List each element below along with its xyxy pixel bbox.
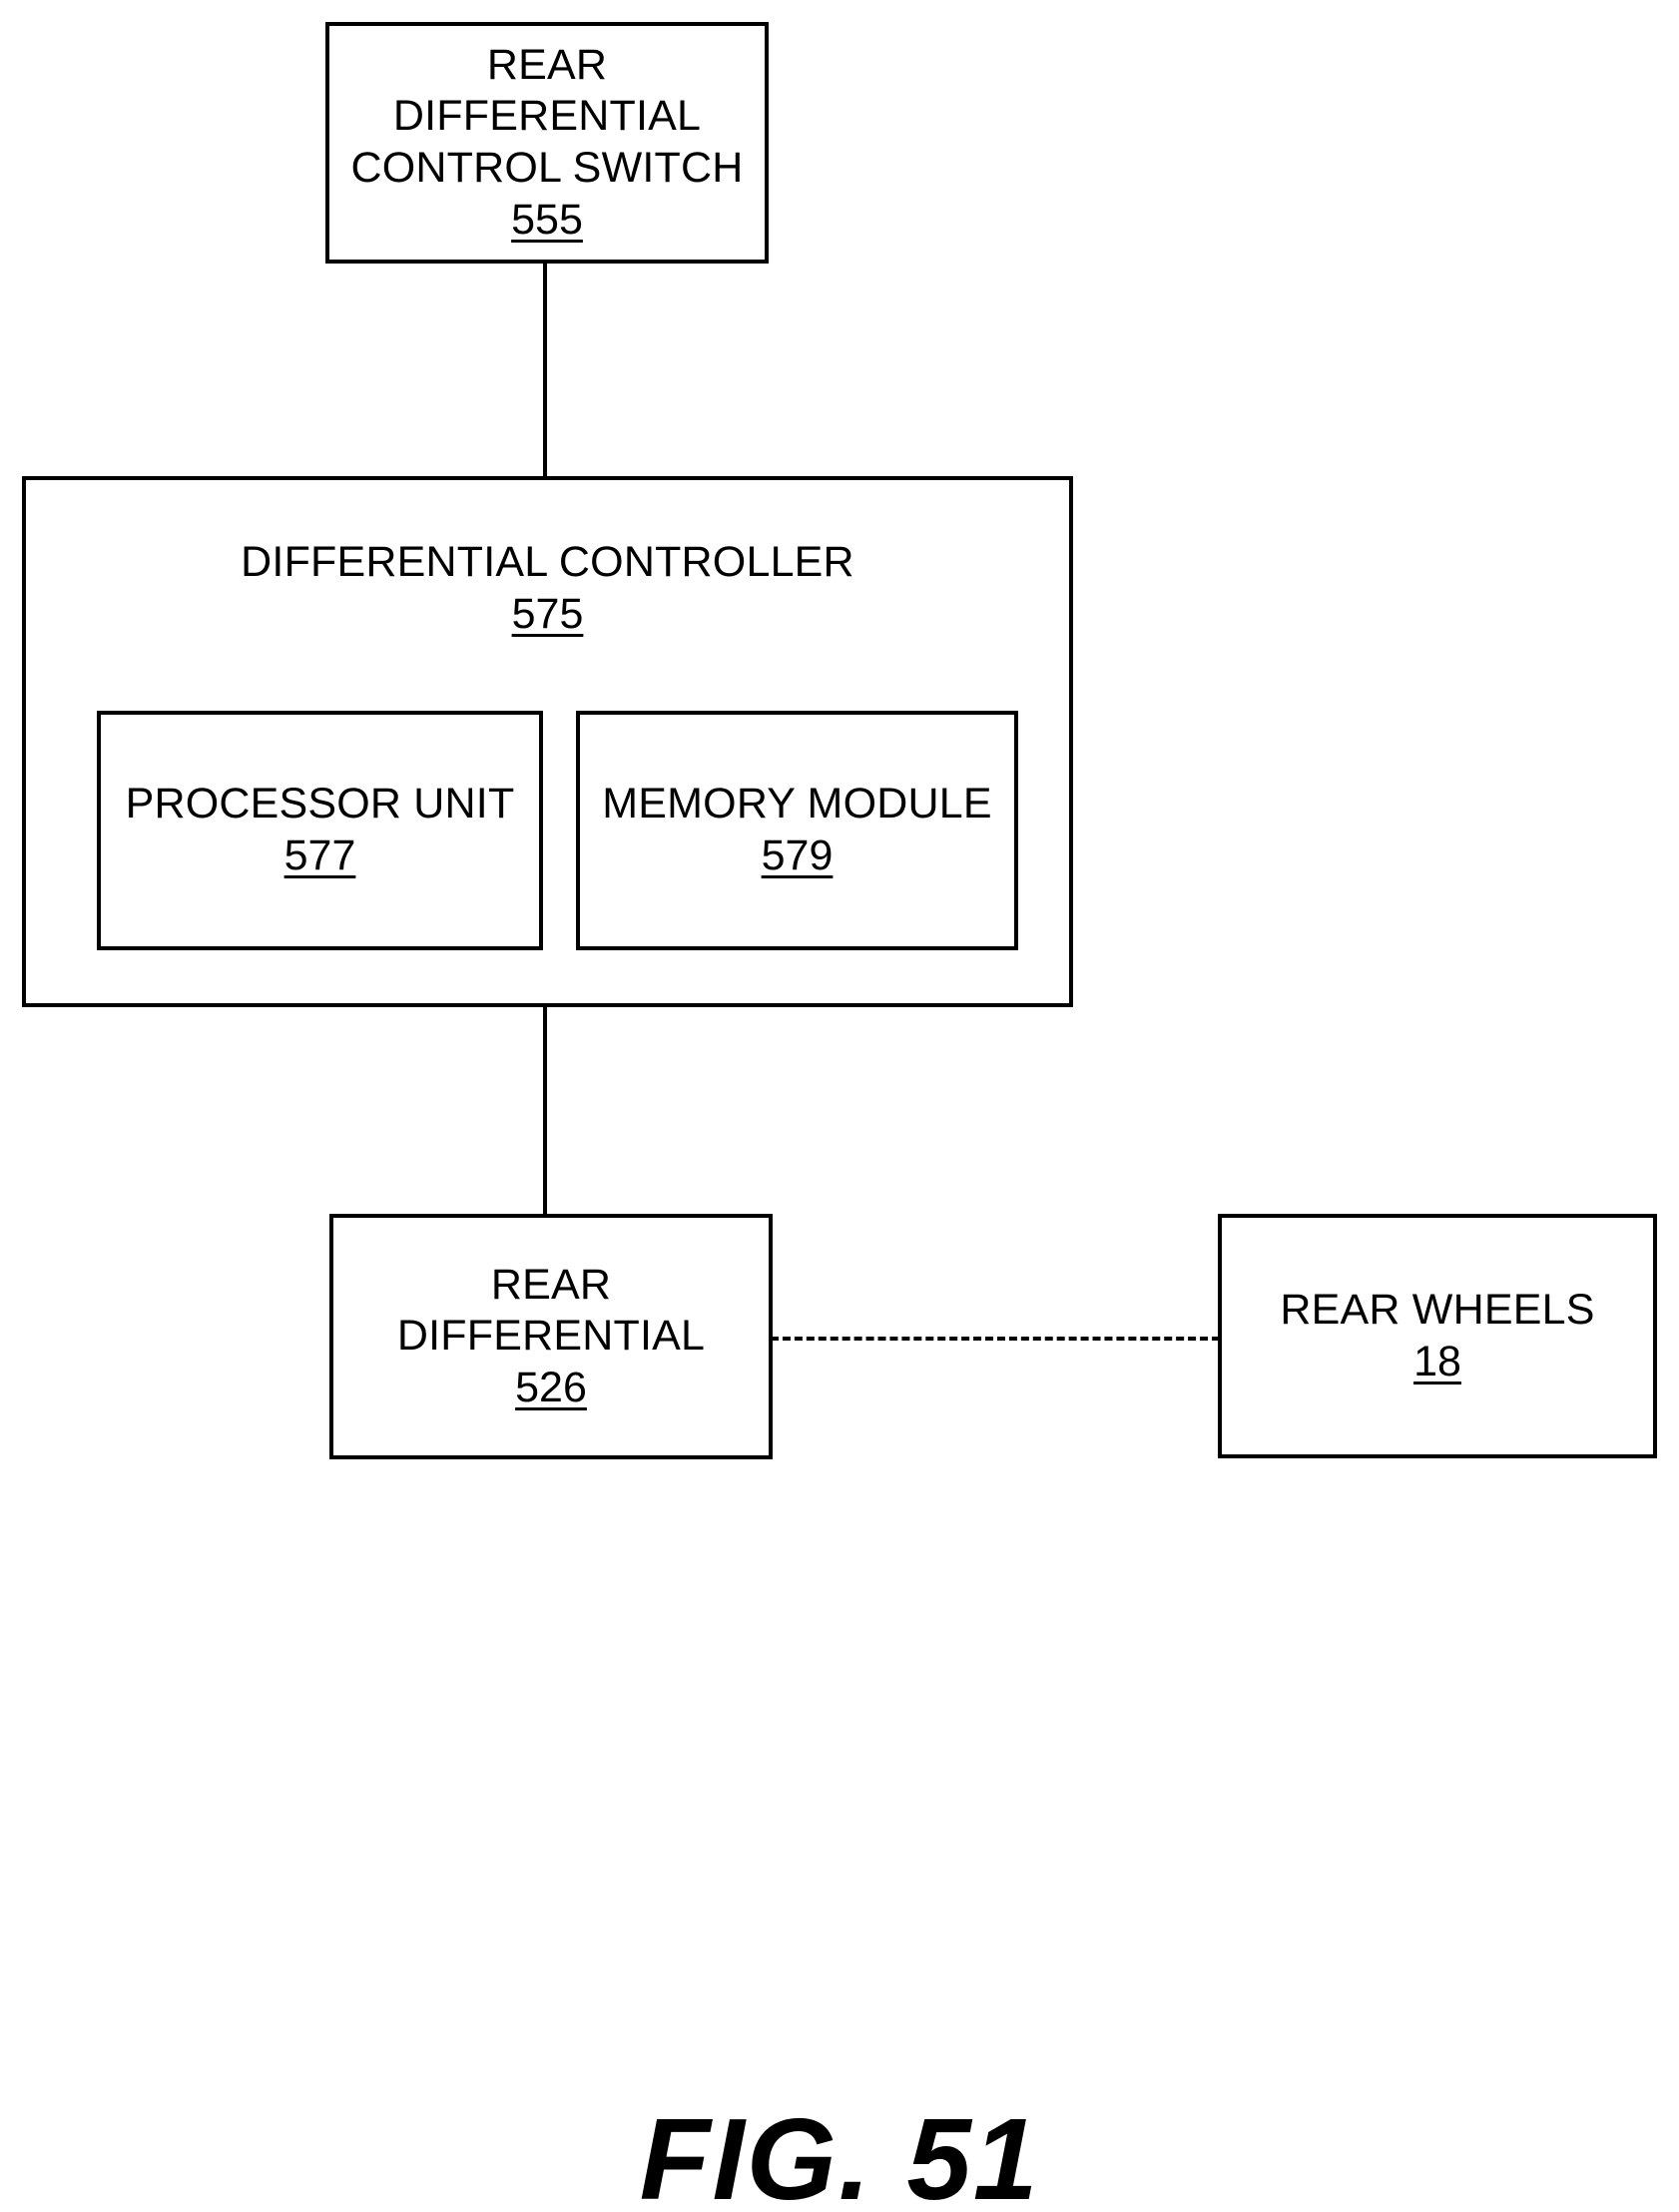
connector-rear-differential-to-rear-wheels bbox=[771, 1337, 1220, 1341]
node-ref-555: 555 bbox=[511, 195, 583, 244]
node-ref-577: 577 bbox=[283, 831, 356, 879]
node-memory-module: MEMORY MODULE 579 bbox=[576, 711, 1018, 950]
differential-controller-title: DIFFERENTIAL CONTROLLER bbox=[241, 538, 854, 586]
node-ref-18: 18 bbox=[1413, 1337, 1461, 1385]
node-label-rear-differential-control-switch: REAR DIFFERENTIAL CONTROL SWITCH bbox=[350, 40, 744, 192]
node-processor-unit: PROCESSOR UNIT 577 bbox=[97, 711, 543, 950]
node-rear-differential-control-switch: REAR DIFFERENTIAL CONTROL SWITCH 555 bbox=[325, 22, 769, 264]
figure-caption: FIG. 51 bbox=[639, 2094, 1040, 2212]
connector-switch-to-controller bbox=[543, 264, 547, 478]
node-rear-wheels: REAR WHEELS 18 bbox=[1218, 1214, 1657, 1458]
node-label-memory-module: MEMORY MODULE bbox=[602, 780, 992, 829]
node-rear-differential: REAR DIFFERENTIAL 526 bbox=[329, 1214, 773, 1459]
node-ref-575: 575 bbox=[511, 589, 584, 638]
node-label-rear-differential: REAR DIFFERENTIAL bbox=[396, 1260, 706, 1361]
node-differential-controller: DIFFERENTIAL CONTROLLER 575 PROCESSOR UN… bbox=[22, 476, 1073, 1007]
node-label-processor-unit: PROCESSOR UNIT bbox=[125, 780, 515, 829]
connector-controller-to-rear-differential bbox=[543, 1005, 547, 1216]
node-ref-579: 579 bbox=[761, 831, 834, 879]
node-ref-526: 526 bbox=[515, 1363, 587, 1411]
node-label-rear-wheels: REAR WHEELS bbox=[1280, 1285, 1595, 1334]
node-label-differential-controller: DIFFERENTIAL CONTROLLER 575 bbox=[26, 537, 1069, 640]
